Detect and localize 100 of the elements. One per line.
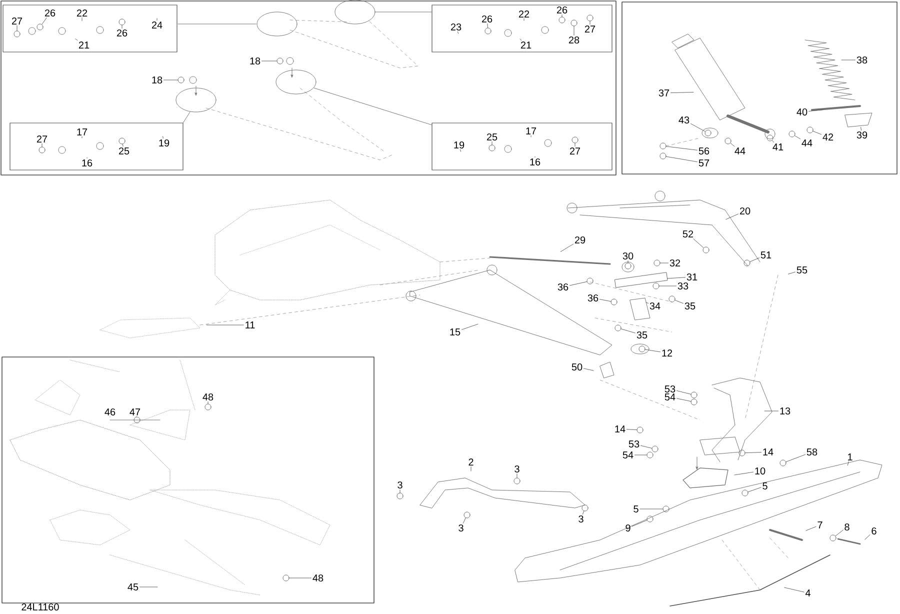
callout-number: 37 [658, 89, 670, 96]
washer-part [134, 416, 140, 424]
callout-number: 48 [312, 574, 324, 582]
callout-number: 56 [698, 147, 710, 154]
callout-number: 11 [246, 322, 255, 328]
washer-part [702, 246, 710, 254]
callout-number: 35 [636, 331, 648, 338]
washer-part [704, 130, 712, 136]
callout-number: 19 [159, 139, 170, 146]
leader-line [634, 454, 647, 456]
callout-number: 57 [698, 160, 710, 166]
leader-line [835, 530, 844, 536]
callout-number: 32 [670, 259, 680, 266]
leader-line [460, 149, 462, 152]
leader-line [156, 18, 158, 21]
leader-line [784, 587, 804, 592]
leader-line [847, 461, 849, 466]
callout-number: 47 [130, 408, 140, 416]
callout-number: 54 [664, 394, 676, 400]
leader-line [666, 146, 698, 150]
callout-number: 35 [684, 302, 696, 310]
leader-line [600, 299, 612, 302]
callout-number: 23 [450, 23, 462, 30]
washer-part [14, 30, 20, 38]
callout-number: 50 [572, 363, 582, 370]
callout-number: 36 [588, 294, 598, 302]
callout-number: 1 [848, 454, 852, 460]
washer-part [624, 262, 632, 270]
washer-part [178, 76, 184, 84]
washer-part [830, 534, 836, 542]
leader-line [748, 487, 762, 492]
leader-line [764, 410, 778, 412]
leader-line [860, 126, 862, 130]
leader-line [626, 429, 637, 430]
washer-part [282, 574, 290, 582]
leader-line [75, 38, 78, 41]
callout-number: 28 [568, 36, 580, 44]
callout-number: 3 [578, 515, 584, 522]
leader-line [676, 390, 692, 394]
callout-number: 3 [398, 481, 402, 488]
leader-line [462, 324, 478, 330]
callout-number: 17 [77, 128, 88, 136]
callout-number: 5 [762, 482, 768, 490]
leader-line [734, 472, 754, 476]
callout-number: 20 [740, 207, 750, 214]
callout-number: 18 [250, 57, 260, 64]
leader-line [458, 31, 459, 34]
leader-line [560, 244, 574, 252]
callout-number: 19 [454, 141, 464, 148]
leader-line [772, 140, 774, 143]
callout-number: 51 [760, 252, 772, 258]
leader-line [660, 262, 668, 264]
leader-line [730, 142, 735, 147]
leader-line [570, 281, 588, 286]
leader-line [470, 466, 472, 472]
callout-number: 46 [104, 408, 116, 416]
washer-part [586, 14, 594, 22]
callout-number: 21 [520, 42, 532, 48]
callout-number: 14 [763, 448, 774, 456]
leader-line [640, 445, 652, 448]
leader-line [516, 473, 518, 478]
leader-line [667, 277, 686, 279]
washer-part [662, 506, 670, 512]
washer-part [744, 260, 750, 266]
leader-line [574, 143, 576, 147]
callout-number: 53 [628, 440, 640, 448]
washer-part [488, 144, 496, 152]
leader-line [808, 109, 824, 112]
callout-number: 10 [755, 467, 766, 474]
callout-number: 48 [202, 393, 214, 400]
callout-number: 26 [482, 15, 492, 23]
callout-number: 43 [678, 116, 690, 124]
washer-part [638, 346, 646, 352]
leader-line [674, 300, 684, 304]
callout-number: 34 [650, 302, 660, 310]
callout-number: 5 [634, 506, 638, 512]
callout-number: 15 [450, 328, 460, 336]
washer-part [610, 298, 618, 306]
washer-part [614, 324, 622, 332]
washer-part [204, 404, 212, 410]
leader-line [676, 398, 692, 402]
callout-number: 44 [734, 148, 746, 154]
washer-part [668, 296, 676, 302]
callout-number: 52 [682, 230, 694, 238]
leader-line [632, 520, 648, 527]
callout-number: 27 [570, 148, 580, 154]
leader-line [42, 17, 47, 25]
leader-line [162, 136, 164, 138]
bracket-part [614, 272, 668, 288]
washer-part [738, 450, 746, 456]
callout-number: 26 [44, 9, 56, 17]
washer-part [654, 260, 660, 266]
leader-line [645, 349, 660, 352]
washer-part [572, 136, 578, 144]
leader-line [140, 586, 158, 588]
washer-part [690, 392, 698, 398]
callout-number: 27 [12, 18, 22, 24]
callout-number: 42 [822, 134, 834, 140]
callout-number: 27 [584, 26, 596, 32]
callout-number: 26 [556, 6, 568, 14]
